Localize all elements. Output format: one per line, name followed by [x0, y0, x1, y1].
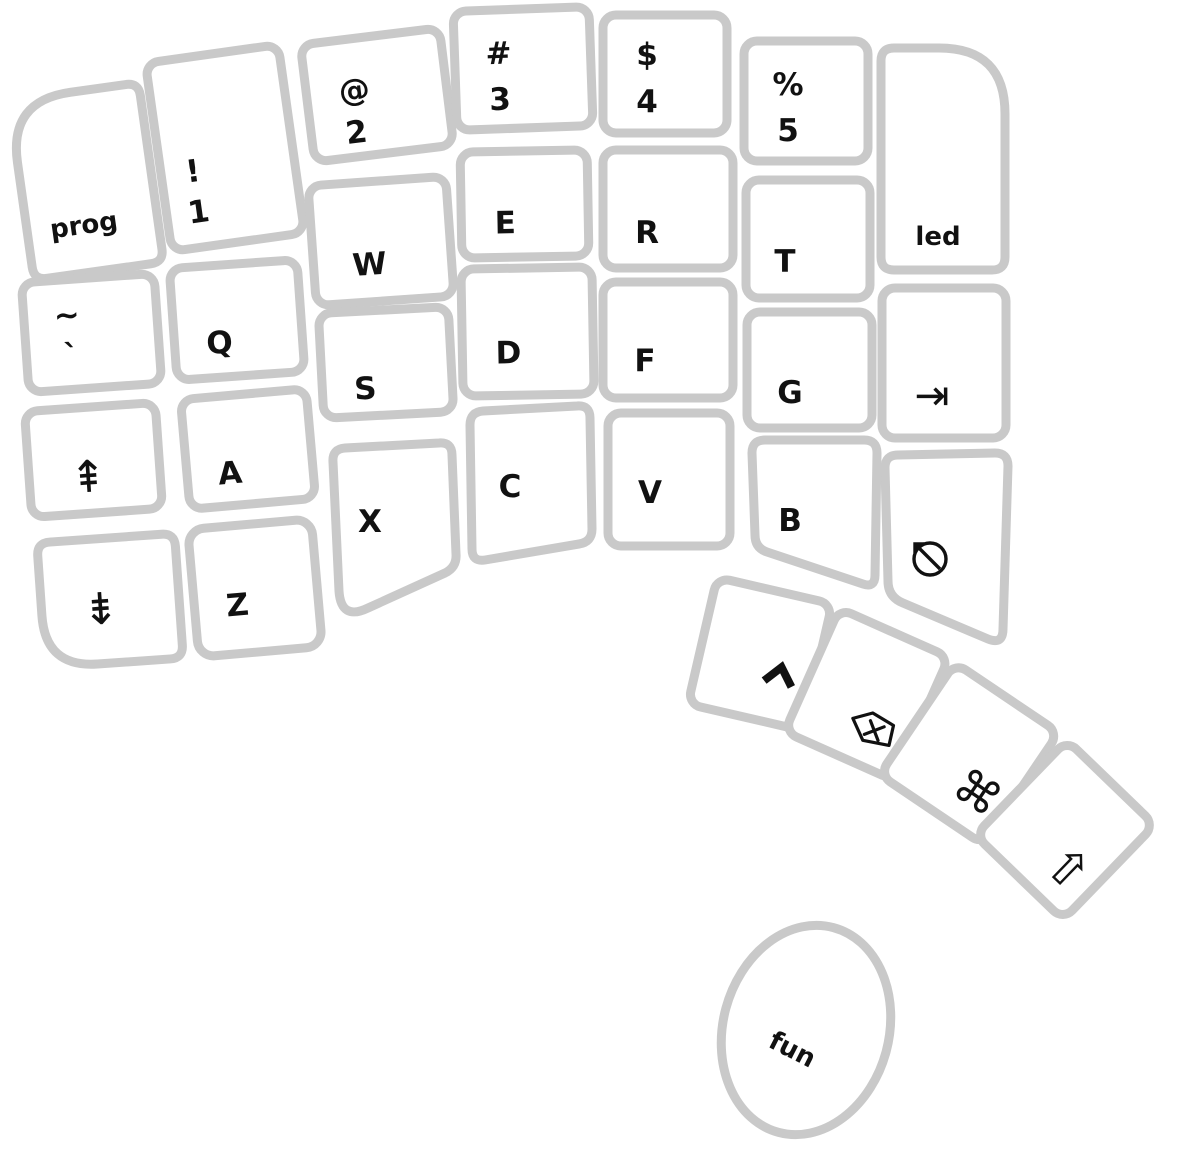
key-3[interactable]: # 3 — [448, 2, 598, 135]
key-grave[interactable]: ~ ` — [17, 269, 166, 397]
keycap — [598, 10, 732, 138]
key-tap-label: 1 — [186, 193, 212, 232]
tab-icon: ⇥ — [914, 371, 949, 420]
keycap — [880, 448, 1013, 646]
key-label: G — [777, 375, 802, 411]
keycap — [603, 408, 735, 551]
keycap — [747, 435, 882, 590]
backspace-icon — [851, 711, 896, 747]
key-label: D — [495, 335, 521, 371]
key-prog[interactable]: prog — [9, 79, 167, 284]
key-shift-label: @ — [337, 71, 372, 111]
keycap — [314, 302, 458, 423]
key-label: led — [915, 222, 960, 252]
key-tap-label: 4 — [636, 84, 658, 120]
key-s[interactable]: S — [314, 302, 458, 423]
key-v[interactable]: V — [603, 408, 735, 551]
key-label: A — [217, 455, 244, 493]
keycap — [739, 36, 873, 166]
keycap — [17, 269, 166, 397]
key-shift-label: $ — [636, 37, 658, 73]
keycap — [448, 2, 598, 135]
key-4[interactable]: $ 4 — [598, 10, 732, 138]
keycap — [455, 145, 594, 263]
key-w[interactable]: W — [304, 172, 458, 310]
key-label: T — [774, 244, 795, 280]
keycap — [20, 398, 167, 522]
key-f[interactable]: F — [598, 277, 738, 403]
keycap — [741, 175, 875, 303]
key-2[interactable]: @ 2 — [297, 24, 457, 166]
key-label: X — [358, 504, 382, 540]
key-tap-label: 5 — [777, 113, 799, 149]
keycap — [976, 741, 1154, 919]
key-label: S — [353, 371, 377, 408]
key-shift-label: % — [772, 67, 803, 103]
key-d[interactable]: D — [456, 262, 599, 401]
escape-icon — [912, 541, 948, 577]
key-tap-label: ` — [63, 338, 81, 375]
key-label: R — [635, 215, 659, 251]
keycap — [716, 920, 896, 1140]
key-label: C — [499, 469, 522, 505]
key-e[interactable]: E — [455, 145, 594, 263]
keycap — [456, 262, 599, 401]
key-label: W — [351, 246, 388, 284]
keycap — [598, 145, 738, 273]
key-led[interactable]: led — [876, 43, 1010, 275]
key-shift-label: # — [485, 35, 512, 72]
keycap — [304, 172, 458, 310]
keycap — [11, 79, 167, 284]
key-tab[interactable]: ⇥ — [877, 283, 1011, 443]
key-tap-label: 3 — [489, 81, 512, 118]
keycap — [165, 256, 309, 384]
key-label: Z — [225, 587, 251, 625]
key-shift[interactable]: ⇧ — [975, 740, 1154, 920]
key-b[interactable]: B — [747, 435, 882, 590]
key-shift-label: ! — [183, 153, 202, 191]
key-label: E — [494, 205, 516, 241]
key-c[interactable]: C — [465, 401, 597, 565]
key-shift-label: ~ — [53, 297, 81, 335]
key-label: Q — [205, 324, 234, 362]
key-5[interactable]: % 5 — [739, 36, 873, 166]
key-label: F — [634, 343, 655, 379]
keycap — [297, 24, 457, 166]
key-label: B — [778, 503, 802, 539]
keycap — [184, 515, 326, 661]
key-pageup[interactable]: ⇞ — [20, 398, 167, 522]
keycap — [742, 307, 877, 433]
key-q[interactable]: Q — [165, 256, 309, 384]
page-up-icon: ⇞ — [68, 451, 108, 504]
key-t[interactable]: T — [741, 175, 875, 303]
keycap — [33, 529, 187, 669]
keycap — [465, 401, 597, 565]
keycap — [598, 277, 738, 403]
key-label: V — [638, 475, 662, 511]
key-1[interactable]: ! 1 — [142, 41, 308, 255]
key-pagedown[interactable]: ⇟ — [33, 529, 187, 669]
control-icon — [761, 661, 795, 689]
key-a[interactable]: A — [177, 385, 319, 513]
keycap — [177, 385, 319, 513]
keycap — [877, 283, 1011, 443]
key-fun[interactable]: fun — [698, 906, 913, 1154]
keycap — [876, 43, 1010, 275]
keycap — [142, 41, 308, 255]
key-r[interactable]: R — [598, 145, 738, 273]
key-tap-label: 2 — [344, 114, 370, 152]
page-down-icon: ⇟ — [80, 583, 120, 636]
key-esc[interactable] — [880, 448, 1013, 646]
key-g[interactable]: G — [742, 307, 877, 433]
key-x[interactable]: X — [328, 438, 461, 617]
keycap — [328, 438, 461, 617]
key-z[interactable]: Z — [184, 515, 326, 661]
